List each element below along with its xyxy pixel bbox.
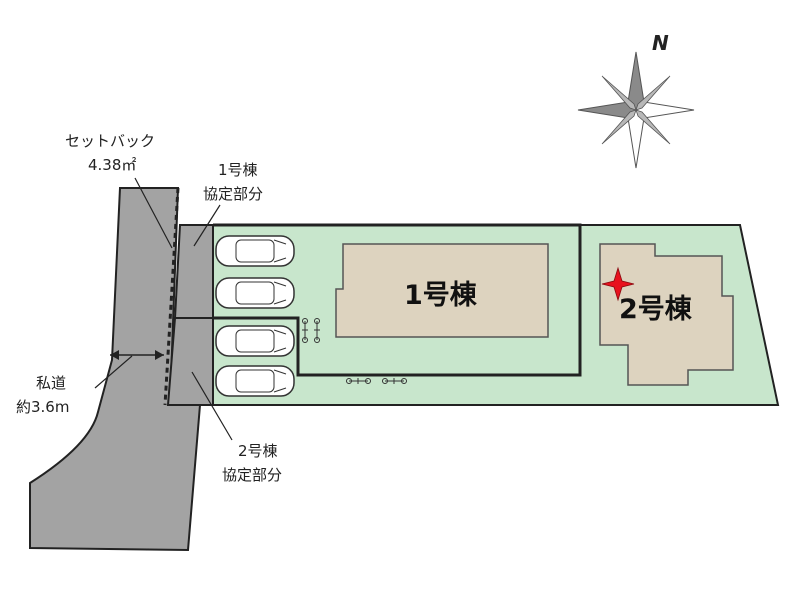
setback-line — [163, 187, 180, 406]
lot-1-boundary — [213, 223, 582, 377]
agreement-area-1 — [173, 224, 214, 319]
road-width-leader-line — [94, 355, 133, 389]
agreement-1-label-line1: 1号棟 — [218, 161, 258, 179]
road-label-line2: 約3.6m — [16, 398, 69, 416]
setback-label-line1: セットバック — [65, 132, 155, 150]
building-1 — [335, 243, 549, 338]
building-1-label: 1号棟 — [404, 280, 478, 311]
agreement-area-2 — [166, 317, 214, 406]
agreement-2-label-line1: 2号棟 — [238, 442, 278, 460]
road-label-line1: 私道 — [36, 374, 66, 392]
star-marker-icon — [601, 266, 635, 302]
agreement-1-label-line2: 協定部分 — [203, 185, 263, 203]
building-2 — [599, 243, 734, 386]
car-1 — [215, 235, 295, 267]
setback-label-line2: 4.38㎡ — [88, 156, 136, 174]
north-label: N — [652, 31, 669, 55]
agreement-2-leader-line — [191, 371, 233, 441]
car-4 — [215, 365, 295, 397]
car-2 — [215, 277, 295, 309]
car-3 — [215, 325, 295, 357]
compass-rose-icon — [577, 51, 695, 169]
building-2-label: 2号棟 — [619, 294, 693, 325]
agreement-1-leader-line — [193, 204, 221, 247]
bicycle-icon — [302, 318, 407, 384]
agreement-2-label-line2: 協定部分 — [222, 466, 282, 484]
setback-leader-line — [134, 177, 173, 249]
private-road — [29, 187, 202, 552]
